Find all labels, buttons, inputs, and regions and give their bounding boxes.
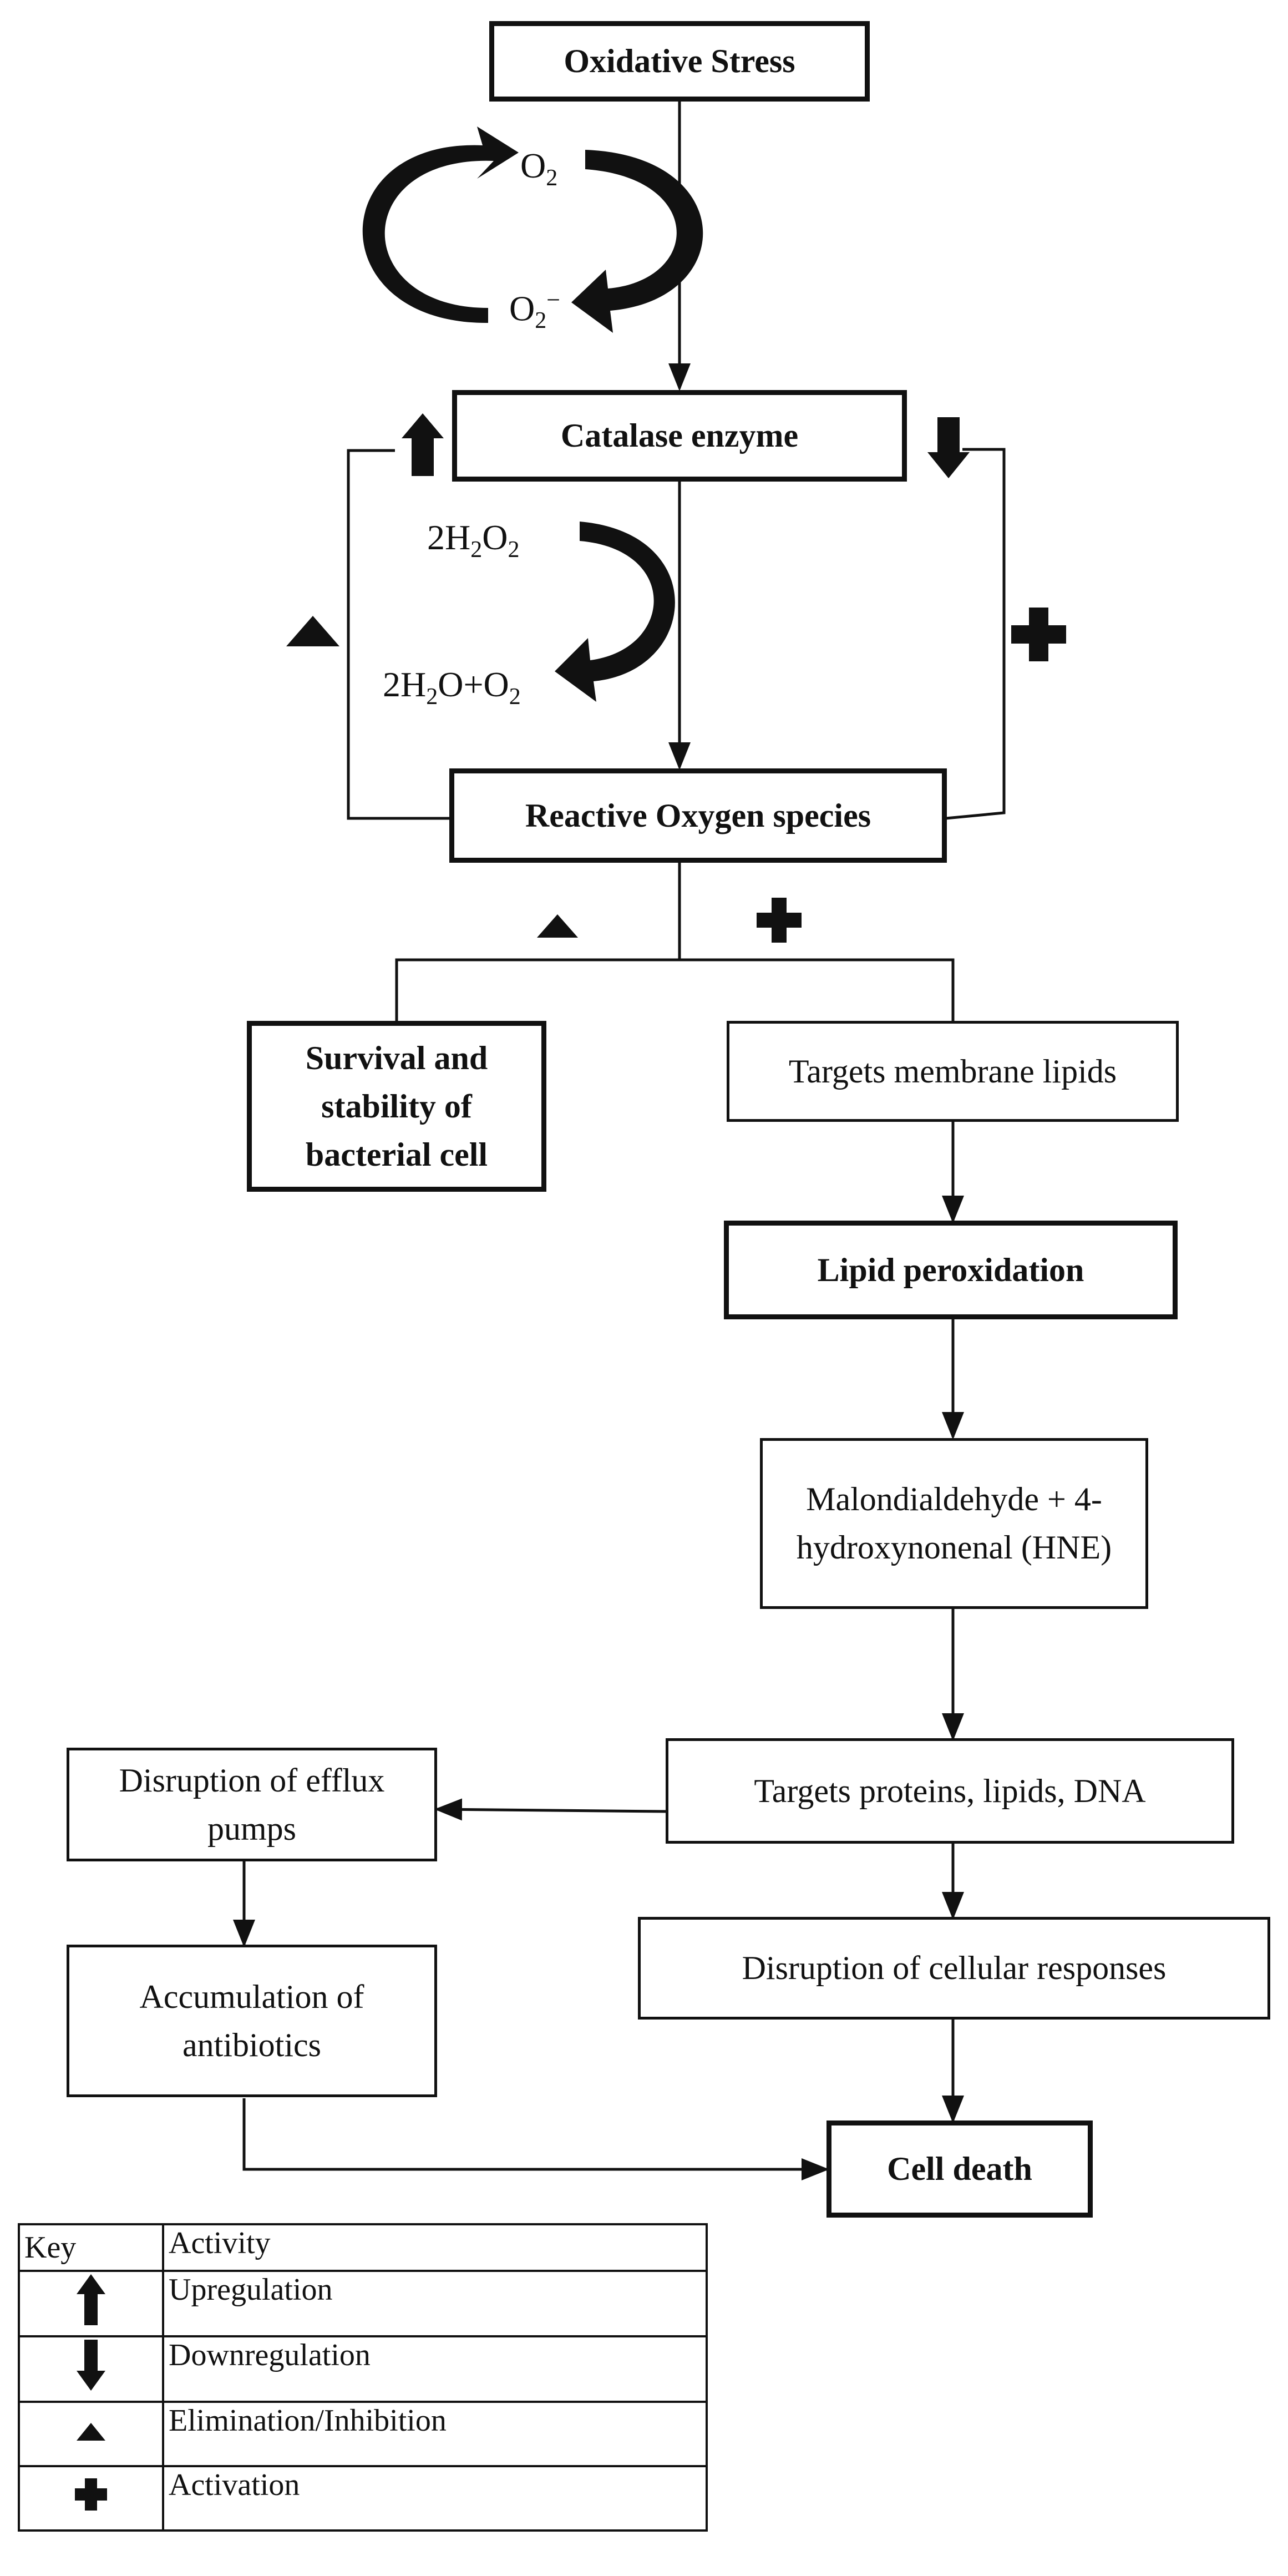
node-accumulation-antibiotics: Accumulation of antibiotics bbox=[67, 1945, 437, 2097]
legend-label: Activation bbox=[162, 2465, 708, 2532]
feedback-left-loop bbox=[347, 449, 449, 820]
label-oxygen: O2 bbox=[520, 146, 558, 191]
label-hydrogen-peroxide: 2H2O2 bbox=[427, 518, 520, 563]
legend-row: Downregulation bbox=[18, 2335, 708, 2403]
arrow-down-icon bbox=[77, 2340, 105, 2391]
legend-label: Elimination/Inhibition bbox=[162, 2401, 708, 2467]
legend-key-cell bbox=[18, 2270, 164, 2337]
inhibition-triangle-icon bbox=[286, 616, 339, 646]
connector-branch-bracket bbox=[395, 958, 955, 1021]
inhibition-triangle-small-icon bbox=[537, 914, 578, 938]
legend-row: Activation bbox=[18, 2465, 708, 2532]
node-targets-membrane-lipids: Targets membrane lipids bbox=[727, 1021, 1179, 1122]
downregulation-arrow-icon bbox=[927, 417, 970, 478]
cycle-arrow-right-icon bbox=[571, 150, 703, 333]
node-survival-stability: Survival and stability of bacterial cell bbox=[247, 1021, 546, 1192]
node-reactive-oxygen-species: Reactive Oxygen species bbox=[449, 768, 947, 863]
legend-header-row: Key Activity bbox=[18, 2223, 708, 2272]
node-oxidative-stress: Oxidative Stress bbox=[489, 21, 870, 102]
cycle-arrow-left-icon bbox=[362, 126, 519, 323]
legend-row: Elimination/Inhibition bbox=[18, 2401, 708, 2467]
legend-row: Upregulation bbox=[18, 2270, 708, 2337]
node-catalase-enzyme: Catalase enzyme bbox=[452, 390, 907, 482]
node-lipid-peroxidation: Lipid peroxidation bbox=[724, 1221, 1178, 1319]
triangle-icon bbox=[77, 2423, 105, 2441]
legend-label: Downregulation bbox=[162, 2335, 708, 2403]
legend-header-activity: Activity bbox=[162, 2223, 708, 2272]
node-cell-death: Cell death bbox=[826, 2120, 1093, 2218]
connector-targets-efflux bbox=[434, 1798, 666, 1821]
legend-key-cell bbox=[18, 2335, 164, 2403]
node-disruption-cellular-responses: Disruption of cellular responses bbox=[638, 1917, 1270, 2020]
legend-table: Key Activity Upregulation Downregulation… bbox=[18, 2223, 708, 2532]
legend-key-cell bbox=[18, 2465, 164, 2532]
dismutation-arrow-icon bbox=[555, 522, 675, 702]
legend-header-key: Key bbox=[18, 2223, 164, 2272]
activation-plus-small-icon bbox=[757, 898, 802, 943]
label-superoxide: O2− bbox=[509, 286, 561, 334]
feedback-right-loop bbox=[945, 448, 1006, 820]
plus-icon bbox=[75, 2478, 107, 2511]
label-water-oxygen: 2H2O+O2 bbox=[383, 665, 521, 710]
node-malondialdehyde-hne: Malondialdehyde + 4-hydroxynonenal (HNE) bbox=[760, 1438, 1148, 1609]
upregulation-arrow-icon bbox=[402, 413, 444, 476]
arrow-up-icon bbox=[77, 2274, 105, 2325]
node-disruption-efflux-pumps: Disruption of efflux pumps bbox=[67, 1748, 437, 1861]
node-targets-proteins-lipids-dna: Targets proteins, lipids, DNA bbox=[666, 1738, 1234, 1844]
connector-accumulation-death bbox=[242, 2098, 829, 2180]
legend-key-cell bbox=[18, 2401, 164, 2467]
activation-plus-icon bbox=[1011, 608, 1066, 661]
legend-label: Upregulation bbox=[162, 2270, 708, 2337]
